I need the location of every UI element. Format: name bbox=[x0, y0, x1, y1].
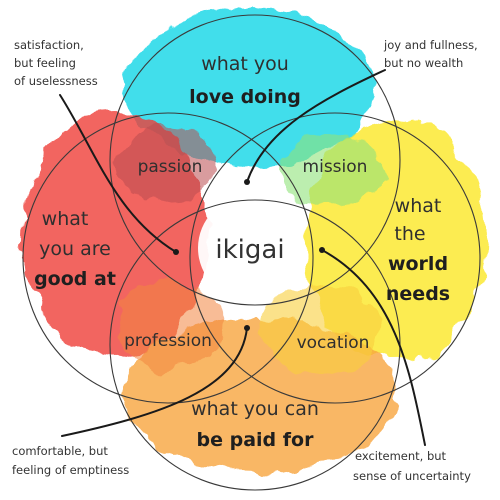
pointer-bottom-right bbox=[321, 249, 426, 446]
overlap-mission: mission bbox=[303, 157, 368, 177]
left-circle-line3: good at bbox=[34, 268, 116, 290]
pointer-bottom-left bbox=[61, 327, 248, 437]
note-top-left-line2: but feeling bbox=[14, 56, 76, 70]
left-circle-line1: what bbox=[42, 208, 89, 230]
dot-top-right bbox=[244, 179, 250, 185]
dot-top-left bbox=[173, 249, 179, 255]
pointer-lines bbox=[59, 69, 426, 446]
tint-vocation bbox=[260, 285, 380, 375]
pointer-top-right bbox=[246, 69, 386, 183]
fill-top bbox=[125, 10, 375, 166]
pointer-top-left bbox=[59, 94, 177, 253]
right-circle-line3: world bbox=[388, 253, 448, 275]
note-top-left-line3: of uselessness bbox=[14, 74, 98, 88]
note-top-left-line1: satisfaction, bbox=[14, 38, 84, 52]
overlap-tints bbox=[115, 127, 382, 375]
circle-right bbox=[189, 112, 481, 404]
note-top-right-line1: joy and fullness, bbox=[383, 38, 478, 52]
overlap-profession: profession bbox=[124, 331, 212, 351]
tint-passion bbox=[117, 127, 213, 203]
note-bottom-left-line2: feeling of emptiness bbox=[12, 463, 129, 477]
circle-top bbox=[109, 14, 401, 306]
dot-bottom-right bbox=[319, 247, 325, 253]
bottom-circle-line2: be paid for bbox=[197, 429, 315, 451]
top-circle-line1: what you bbox=[201, 53, 289, 75]
bottom-circle-line1: what you can bbox=[191, 398, 319, 420]
note-bottom-right-line1: excitement, but bbox=[355, 449, 447, 463]
right-circle-line1: what bbox=[395, 195, 442, 217]
right-circle-line2: the bbox=[394, 223, 425, 245]
overlap-passion: passion bbox=[138, 157, 203, 177]
overlap-vocation: vocation bbox=[297, 333, 370, 353]
note-bottom-right-line2: sense of uncertainty bbox=[353, 469, 471, 483]
note-top-right-line2: but no wealth bbox=[384, 56, 463, 70]
dot-bottom-left bbox=[244, 325, 250, 331]
tint-profession bbox=[115, 280, 225, 370]
note-bottom-left-line1: comfortable, but bbox=[12, 444, 108, 458]
left-circle-line2: you are bbox=[39, 238, 111, 260]
center-area bbox=[198, 196, 302, 300]
tint-mission bbox=[278, 132, 382, 208]
center-label: ikigai bbox=[215, 235, 284, 265]
circle-left bbox=[22, 112, 314, 404]
right-circle-line4: needs bbox=[386, 283, 450, 305]
pointer-dots bbox=[173, 179, 325, 331]
top-circle-line2: love doing bbox=[189, 86, 301, 108]
